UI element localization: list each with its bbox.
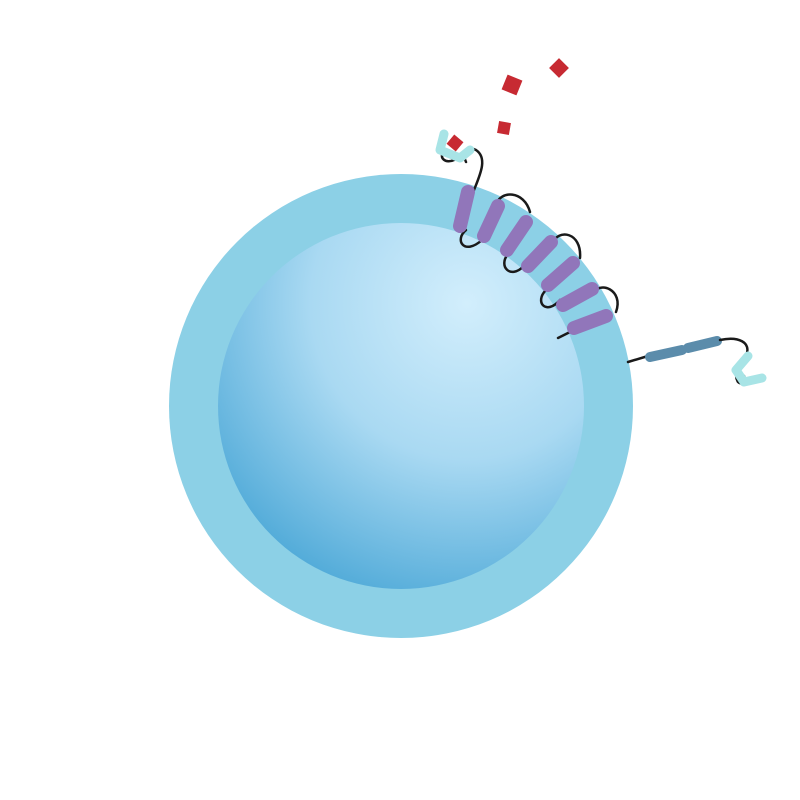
transmembrane-helix-6 — [556, 282, 599, 312]
single-pass-stem — [626, 354, 650, 364]
seven-transmembrane-receptor — [435, 129, 619, 340]
intracellular-loop-2 — [503, 252, 526, 273]
receptor-segment-2 — [683, 336, 722, 353]
transmembrane-helix-2 — [477, 199, 505, 243]
single-pass-receptor — [626, 336, 767, 387]
ligand-molecule-2 — [501, 74, 523, 96]
gpcr-binding-pocket — [435, 129, 475, 163]
single-pass-binding-pocket — [731, 351, 767, 387]
transmembrane-helix-7 — [567, 309, 613, 335]
ligand-molecule-4 — [446, 134, 464, 152]
transmembrane-helix-4 — [521, 235, 558, 273]
transmembrane-helix-5 — [541, 256, 580, 292]
transmembrane-helix-1 — [453, 185, 475, 233]
intracellular-loop-1 — [459, 228, 484, 248]
transmembrane-helix-3 — [500, 215, 533, 257]
receptor-segment-1 — [645, 345, 687, 362]
cell — [169, 174, 633, 638]
ligand-molecule-3 — [497, 121, 511, 135]
ligand-molecules — [446, 58, 569, 152]
ligand-molecule-1 — [549, 58, 569, 78]
cytoplasm — [218, 223, 584, 589]
